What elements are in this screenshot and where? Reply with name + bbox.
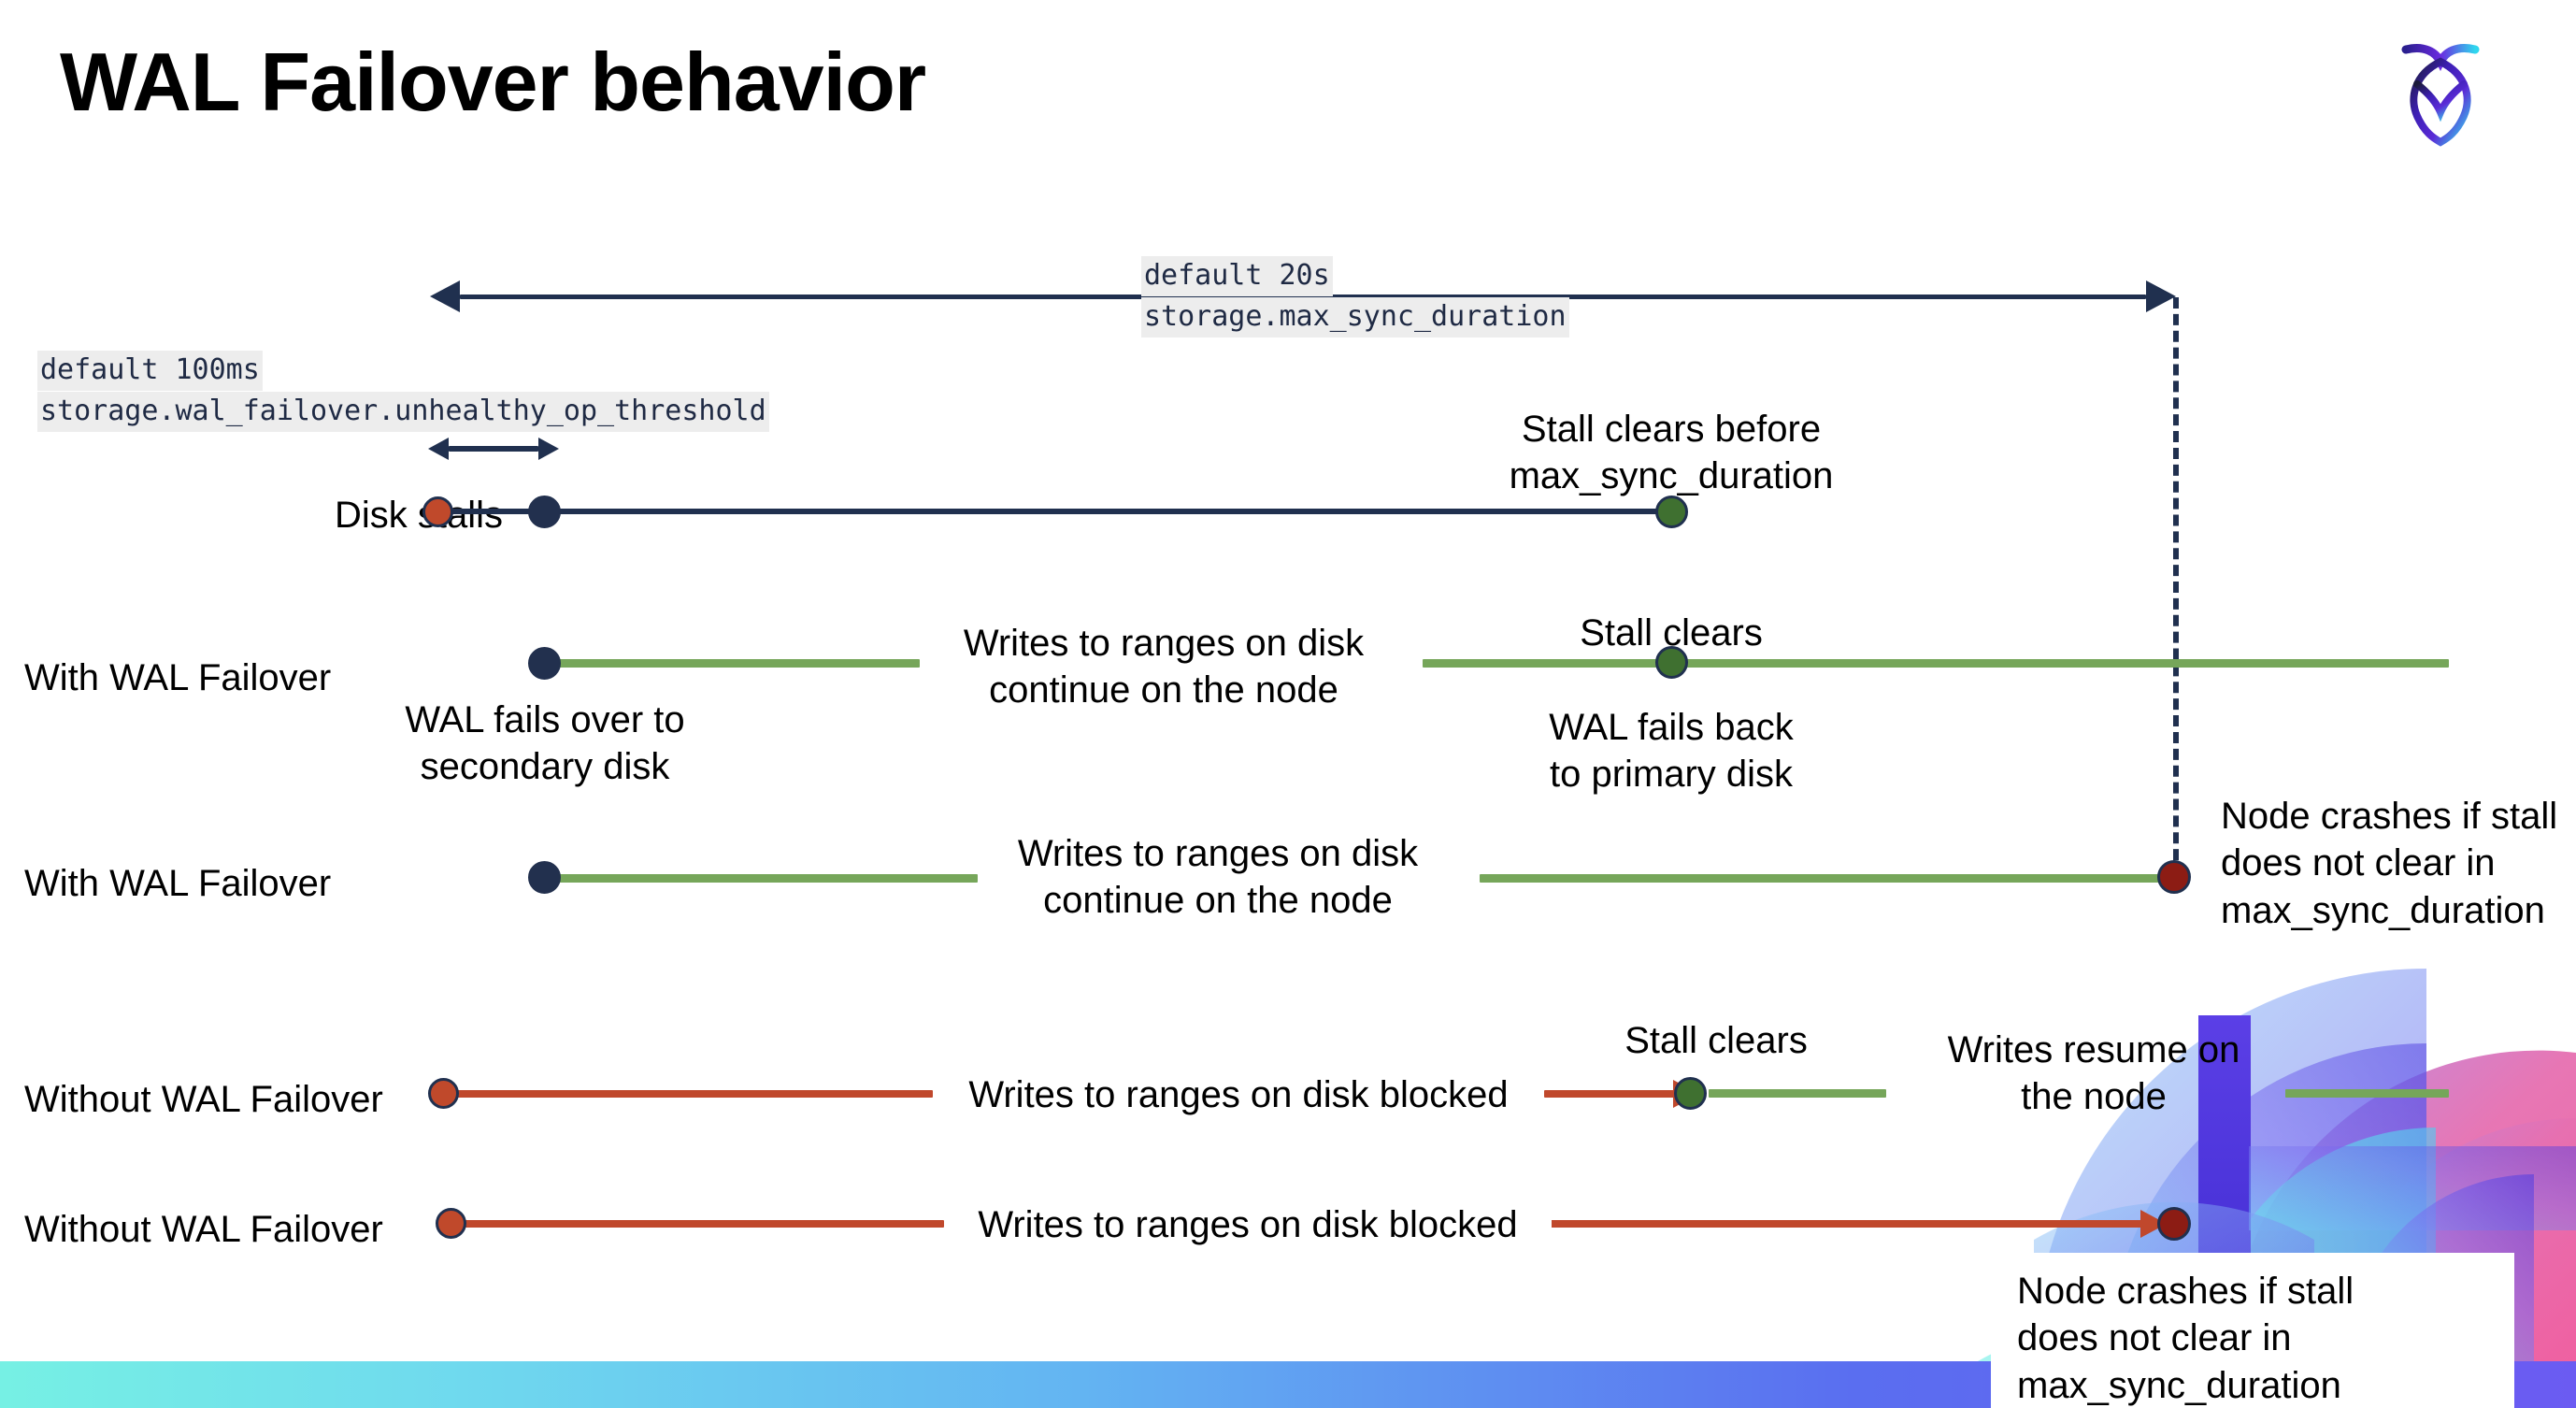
without-wal-failover-2-crash-dot <box>2157 1207 2191 1241</box>
annotation-node-crashes-2: Node crashes if stall does not clear in … <box>2017 1271 2354 1406</box>
annotation-wal-fails-back: WAL fails back to primary disk <box>1549 707 1794 796</box>
with-wal-failover-1-line-right <box>1423 659 2449 668</box>
without-wal-failover-1-clear-dot <box>1674 1077 1707 1110</box>
row-label-without-wal-failover-2: Without WAL Failover <box>24 1209 383 1250</box>
row-label-with-wal-failover-2: With WAL Failover <box>24 863 332 904</box>
with-wal-failover-2-line-right <box>1480 874 2173 883</box>
row-label-disk-stalls: Disk stalls <box>334 495 503 536</box>
unhealthy-op-threshold-left-arrowhead <box>428 438 449 460</box>
annotation-stall-clears-2: Stall clears <box>1624 1020 1808 1061</box>
with-wal-failover-1-line-left <box>538 659 920 668</box>
disk-stalls-clear-dot <box>1655 496 1688 528</box>
without-wal-failover-1-line-right <box>1709 1089 1886 1098</box>
without-wal-failover-2-start-dot <box>436 1208 466 1239</box>
annotation-node-crashes-1: Node crashes if stall does not clear in … <box>2221 796 2558 931</box>
disk-stalls-start-dot <box>422 496 453 527</box>
with-wal-failover-2-crash-dot <box>2157 860 2191 894</box>
unhealthy-op-threshold-right-arrowhead <box>538 438 559 460</box>
max-sync-duration-right-arrowhead <box>2146 280 2176 312</box>
page-title: WAL Failover behavior <box>60 36 926 128</box>
unhealthy-op-threshold-default-chip: default 100ms <box>37 351 263 391</box>
with-wal-failover-1-clear-dot <box>1655 646 1688 679</box>
max-sync-duration-left-arrowhead <box>430 280 460 312</box>
max-sync-duration-dropline <box>2173 297 2179 877</box>
with-wal-failover-2-failover-dot <box>528 861 561 894</box>
unhealthy-op-threshold-span-line <box>449 446 538 452</box>
annotation-writes-continue-2: Writes to ranges on disk continue on the… <box>998 830 1438 925</box>
annotation-writes-blocked-1: Writes to ranges on disk blocked <box>935 1071 1542 1119</box>
without-wal-failover-1-line-far-right <box>2285 1089 2449 1098</box>
without-wal-failover-1-line-left <box>447 1090 933 1098</box>
annotation-stall-clears-before: Stall clears before max_sync_duration <box>1509 409 1834 497</box>
annotation-stall-clears-1: Stall clears <box>1580 612 1763 654</box>
without-wal-failover-2-line-right <box>1544 1220 2170 1228</box>
with-wal-failover-2-line-left <box>538 874 978 883</box>
unhealthy-op-threshold-setting-chip: storage.wal_failover.unhealthy_op_thresh… <box>37 392 769 432</box>
cockroachdb-logo-icon <box>2385 26 2496 148</box>
max-sync-duration-default-chip: default 20s <box>1141 256 1333 296</box>
without-wal-failover-2-line-left <box>458 1220 944 1228</box>
annotation-writes-continue-1: Writes to ranges on disk continue on the… <box>944 620 1383 714</box>
without-wal-failover-1-start-dot <box>428 1078 459 1109</box>
disk-stalls-line <box>439 509 1673 514</box>
without-wal-failover-1-line-mid <box>1544 1090 1684 1098</box>
annotation-wal-fails-over: WAL fails over to secondary disk <box>405 699 685 788</box>
node-crashes-callout-card <box>1991 1253 2514 1408</box>
row-label-without-wal-failover-1: Without WAL Failover <box>24 1079 383 1120</box>
annotation-writes-blocked-2: Writes to ranges on disk blocked <box>944 1201 1552 1249</box>
with-wal-failover-1-failover-dot <box>528 647 561 680</box>
row-label-with-wal-failover-1: With WAL Failover <box>24 657 332 698</box>
annotation-writes-resume: Writes resume on the node <box>1947 1029 2240 1118</box>
disk-stalls-threshold-dot <box>528 496 561 528</box>
max-sync-duration-setting-chip: storage.max_sync_duration <box>1141 297 1569 338</box>
max-sync-duration-span-line <box>460 295 2146 299</box>
